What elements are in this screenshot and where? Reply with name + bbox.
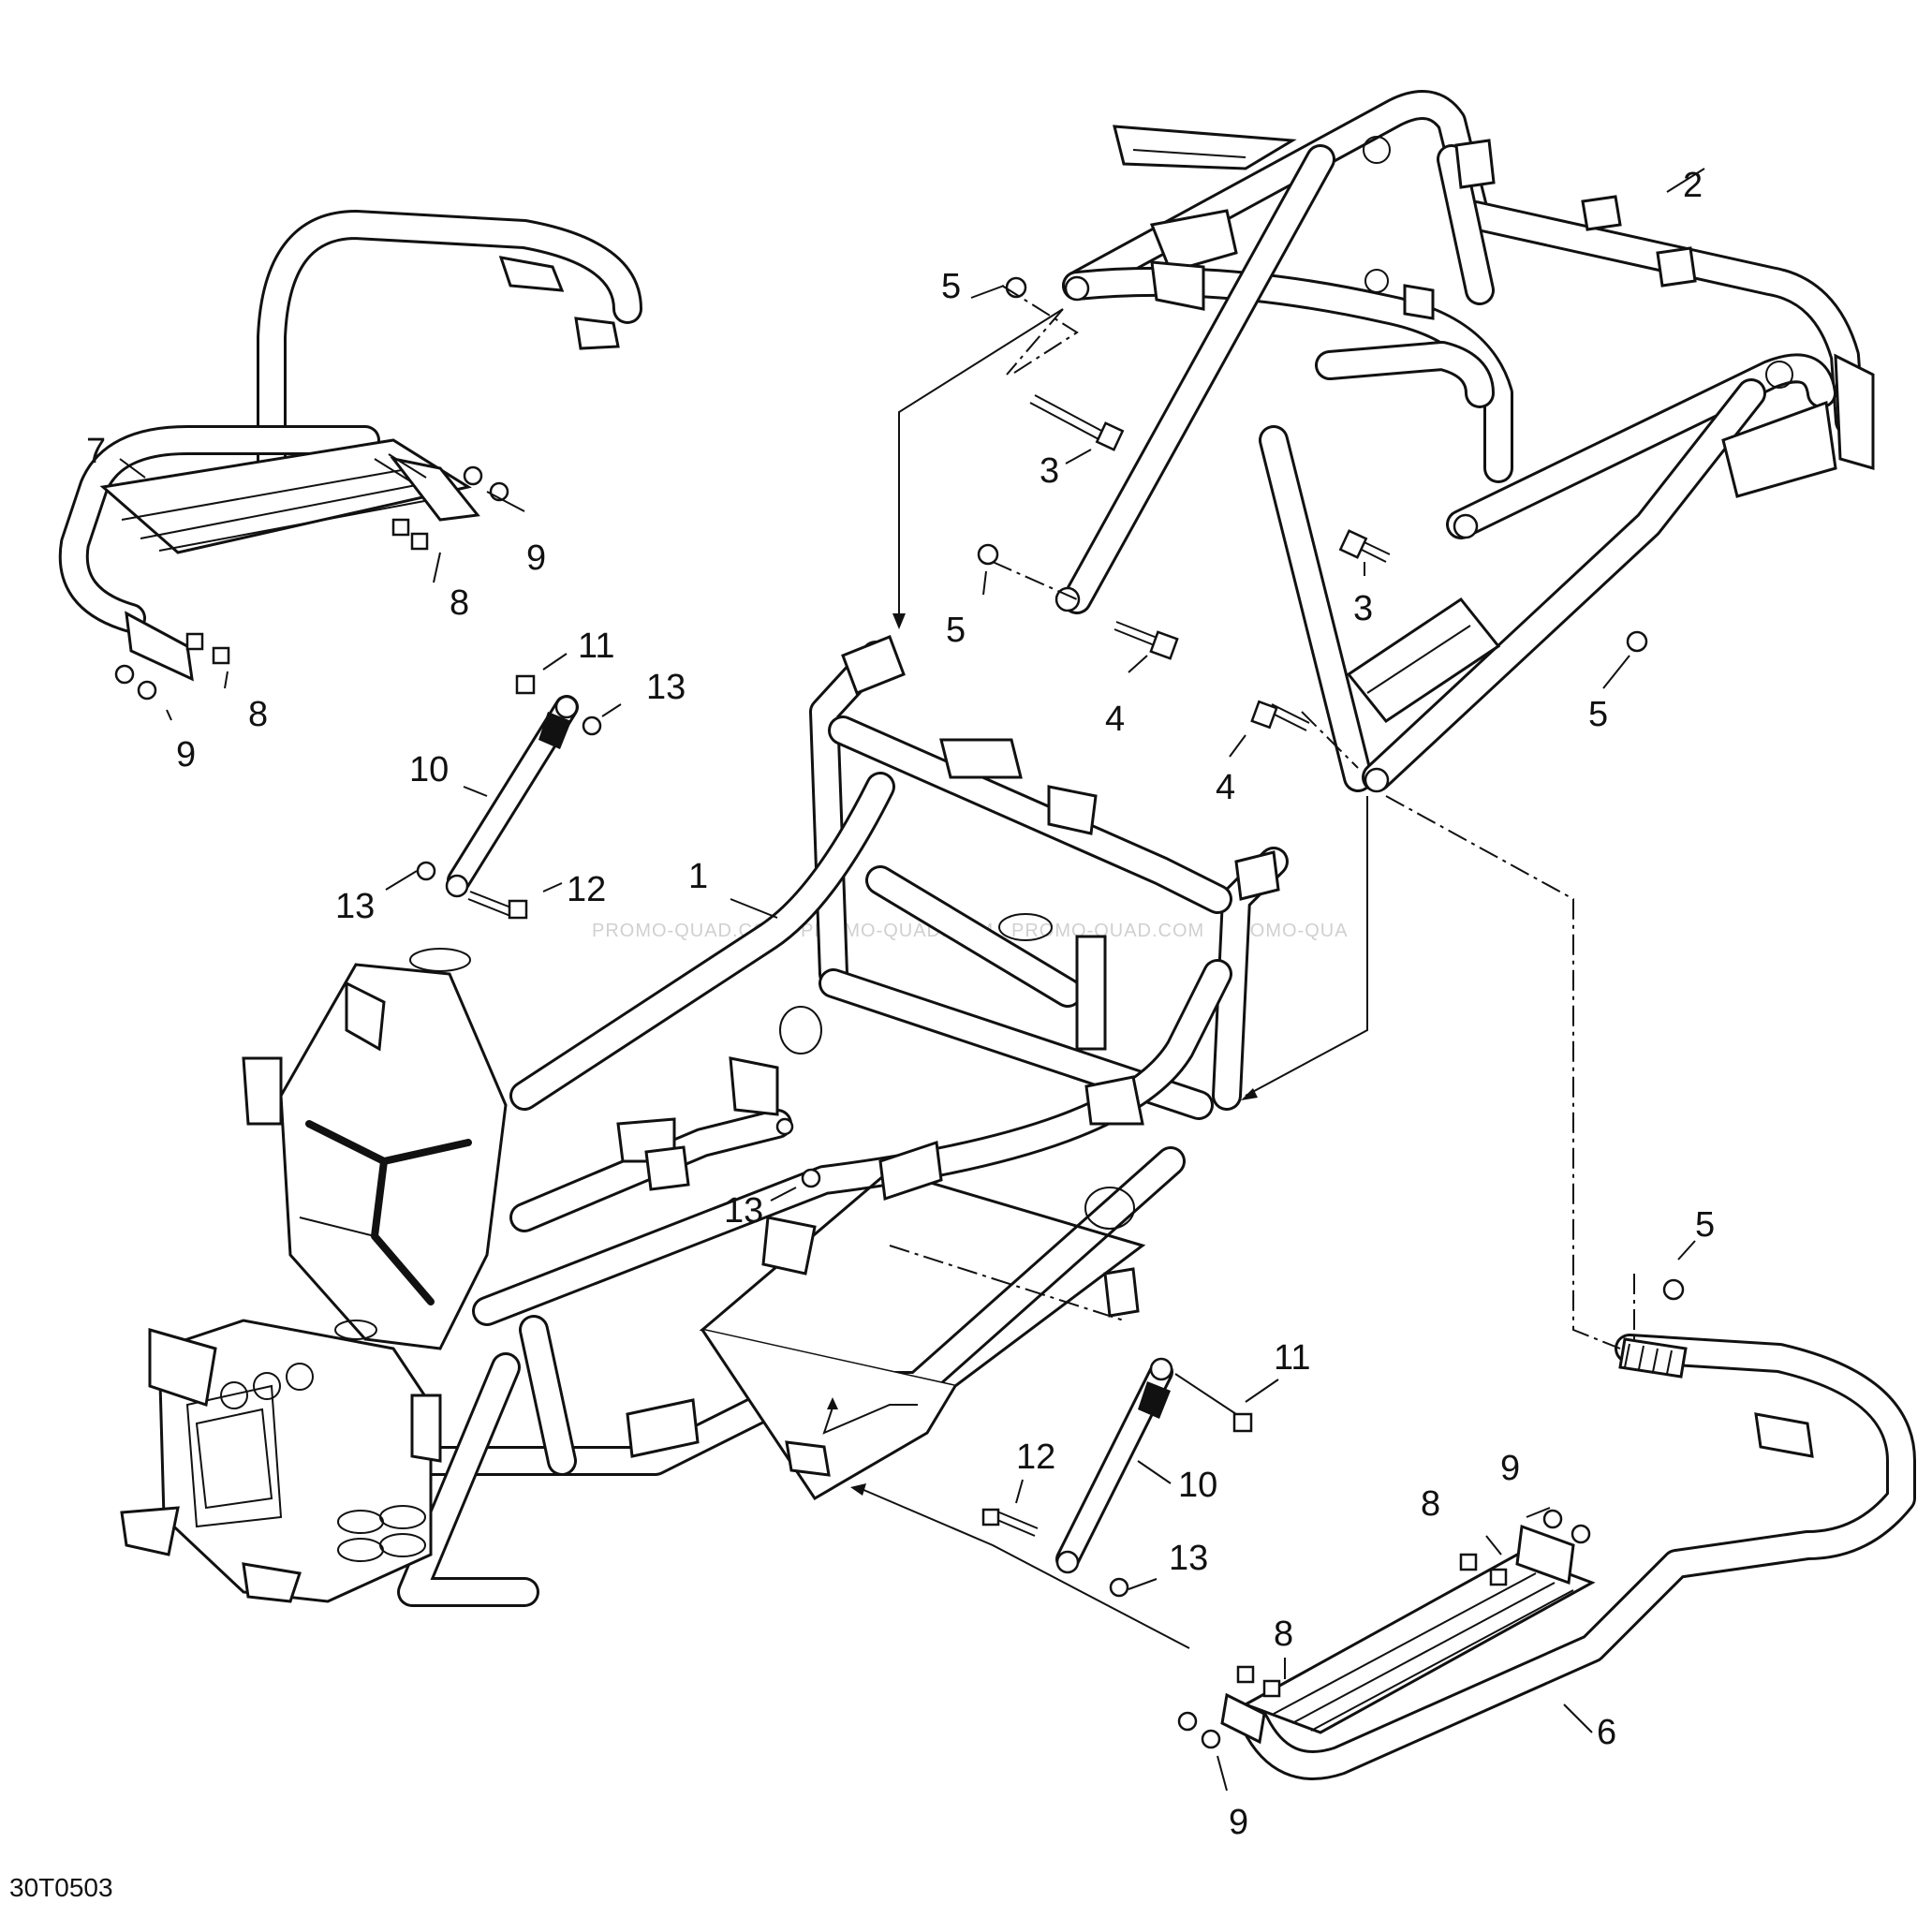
callout-13d: 13	[1169, 1539, 1208, 1578]
callout-13b: 13	[335, 887, 375, 926]
callout-8c: 8	[1421, 1484, 1440, 1524]
callout-3b: 3	[1353, 589, 1373, 628]
callout-7: 7	[86, 432, 106, 471]
callout-4b: 4	[1216, 768, 1235, 807]
strut-lower	[1055, 1357, 1173, 1574]
callout-12b: 12	[1016, 1438, 1055, 1477]
callout-3a: 3	[1040, 451, 1059, 491]
watermark-1: PROMO-QUAD.COM	[592, 921, 785, 941]
nerf-bar-left	[58, 210, 642, 682]
callout-11b: 11	[1274, 1338, 1310, 1378]
callout-11a: 11	[578, 627, 614, 666]
strut-upper	[445, 695, 579, 898]
watermark-3: PROMO-QUAD.COM	[1011, 921, 1204, 941]
callout-2: 2	[1683, 166, 1703, 205]
callout-4a: 4	[1105, 700, 1125, 739]
callout-9c: 9	[1500, 1449, 1520, 1488]
callout-9b: 9	[176, 735, 196, 774]
callout-8d: 8	[1274, 1615, 1293, 1654]
callout-5a: 5	[941, 267, 961, 306]
callout-13a: 13	[646, 668, 686, 707]
fasteners	[114, 276, 1685, 1749]
callout-9d: 9	[1229, 1803, 1248, 1842]
callout-13c: 13	[724, 1191, 763, 1231]
callout-9a: 9	[526, 538, 546, 578]
main-frame	[120, 635, 1289, 1607]
diagram-code: 30T0503	[9, 1873, 113, 1902]
callout-8b: 8	[248, 695, 268, 734]
assembly-lines	[822, 285, 1635, 1649]
nerf-bar-right	[1220, 1334, 1916, 1780]
callout-12a: 12	[567, 870, 606, 909]
callout-labels: 1 2 3 3 4 4 5 5 5 5 6 7 8 8 8 8 9 9 9 9 …	[86, 166, 1715, 1842]
callout-1: 1	[688, 857, 708, 896]
callout-8a: 8	[450, 583, 469, 623]
callout-5d: 5	[1695, 1205, 1715, 1245]
callout-leaders	[119, 168, 1705, 1792]
callout-6: 6	[1597, 1713, 1616, 1752]
callout-5b: 5	[946, 611, 966, 650]
callout-5c: 5	[1588, 695, 1608, 734]
rear-subframe	[1054, 90, 1875, 793]
callout-10a: 10	[409, 750, 449, 789]
callout-10b: 10	[1178, 1466, 1217, 1505]
watermark-4: PROMO-QUA	[1222, 921, 1349, 941]
